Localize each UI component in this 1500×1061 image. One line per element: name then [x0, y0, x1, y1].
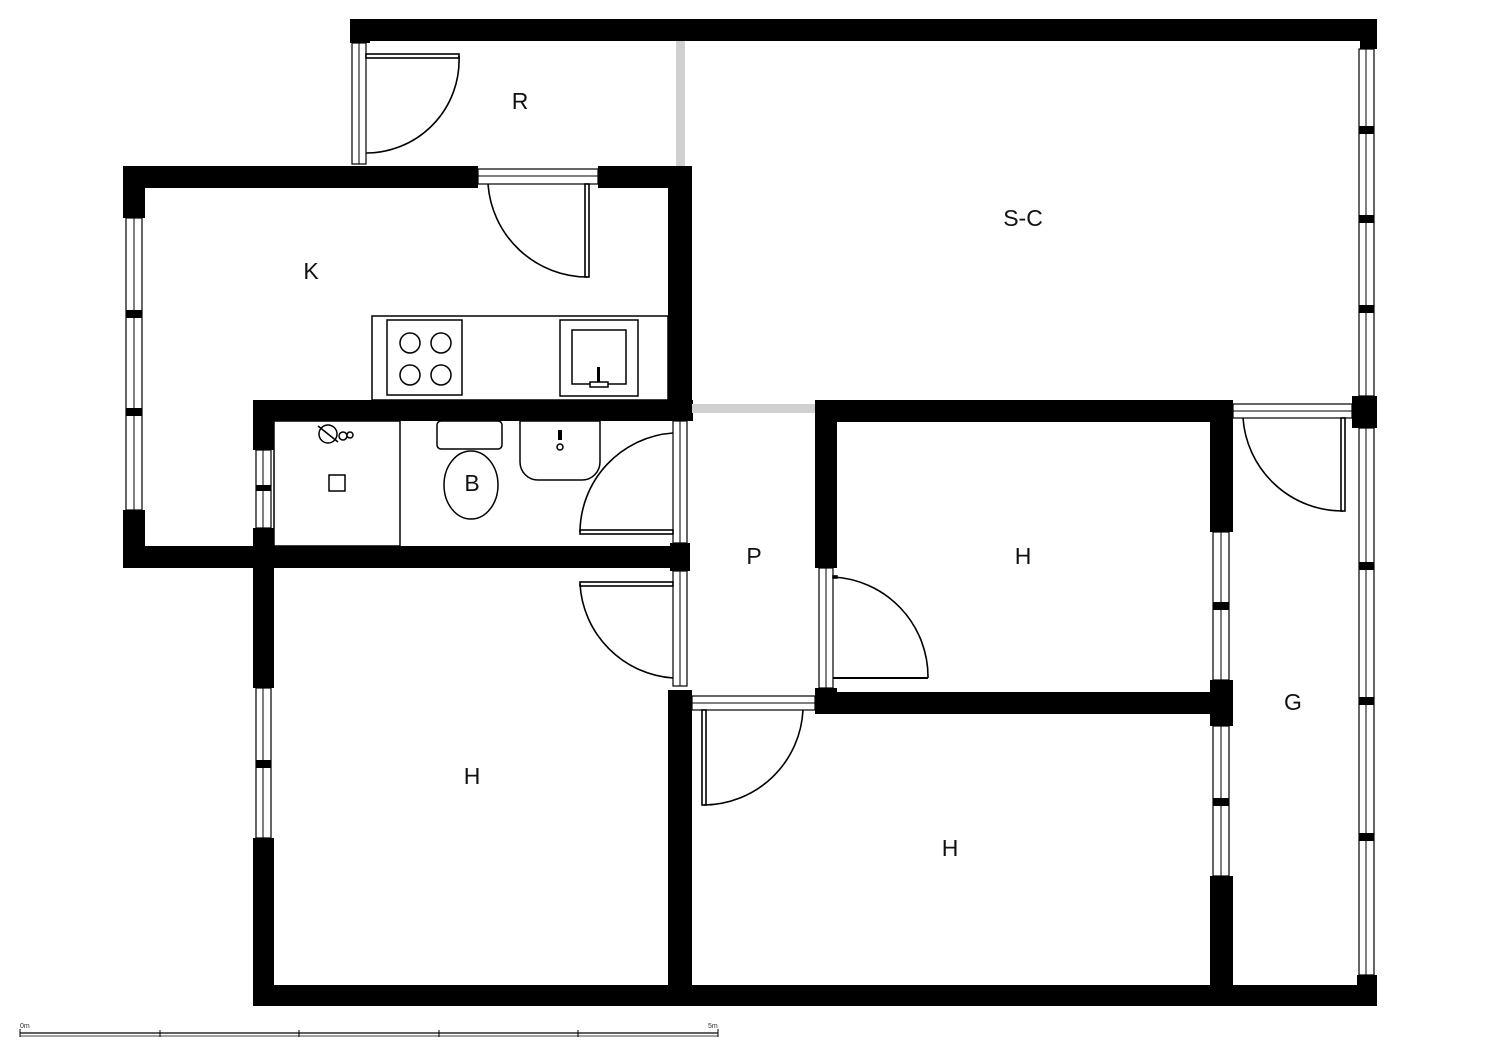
door-swings [365, 53, 1346, 806]
drain-icon [328, 474, 346, 492]
openings [676, 41, 815, 413]
room-label-p: P [746, 543, 761, 569]
door-frames [477, 168, 1353, 711]
room-label-h-bottom: H [942, 835, 959, 861]
room-label-g: G [1284, 689, 1302, 715]
windows [125, 42, 1375, 976]
toilet-cistern [436, 420, 503, 450]
scale-start-label: 0m [20, 1023, 30, 1030]
walls [123, 19, 1377, 1006]
room-label-k: K [303, 258, 319, 284]
room-label-h-top: H [1015, 543, 1032, 569]
fixtures [273, 315, 669, 547]
room-label-b: B [464, 470, 479, 496]
room-label-r: R [512, 88, 529, 114]
room-labels: R S-C K B P H H H G [303, 88, 1302, 861]
room-label-sc: S-C [1003, 205, 1043, 231]
room-label-h-left: H [464, 763, 481, 789]
hob-icon [386, 319, 463, 396]
scale-bar: 0m 5m [19, 1023, 719, 1037]
scale-end-label: 5m [708, 1023, 718, 1030]
toilet-icon [443, 450, 499, 520]
